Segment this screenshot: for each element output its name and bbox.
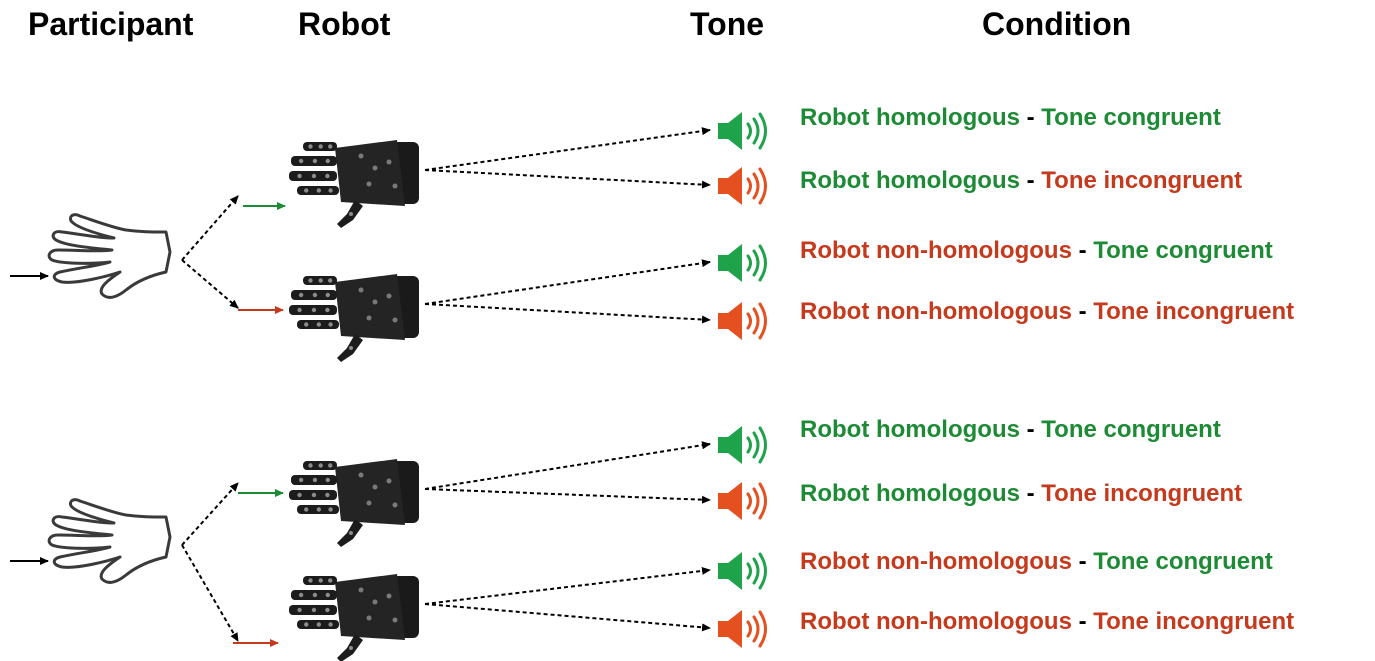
condition-separator: - (1019, 104, 1042, 131)
condition-tone-label: Tone congruent (1041, 104, 1221, 131)
speaker-icon (718, 552, 767, 590)
condition-label: Robot homologous - Tone incongruent (800, 480, 1242, 508)
header-participant: Participant (28, 6, 194, 42)
tone-arrow (424, 303, 711, 324)
speaker-icon (718, 167, 767, 205)
branch-arrow (181, 482, 239, 546)
condition-tone-label: Tone congruent (1093, 237, 1273, 264)
condition-separator: - (1071, 237, 1094, 264)
header-robot: Robot (298, 6, 391, 42)
tone-arrow (424, 566, 711, 605)
condition-robot-label: Robot non-homologous (800, 298, 1072, 325)
condition-label: Robot non-homologous - Tone congruent (800, 237, 1273, 265)
robot-hand-icon (289, 140, 419, 228)
condition-tone-label: Tone congruent (1093, 548, 1273, 575)
header-tone: Tone (690, 6, 765, 42)
tone-arrow (424, 259, 711, 305)
condition-separator: - (1071, 298, 1094, 325)
speaker-icon (718, 112, 767, 150)
condition-tone-label: Tone incongruent (1041, 480, 1243, 507)
condition-separator: - (1019, 167, 1042, 194)
robot-hand-icon (289, 459, 419, 547)
robot-hand-icon (289, 574, 419, 661)
hand-outline-icon (47, 498, 172, 584)
tone-arrow (424, 441, 711, 490)
condition-label: Robot non-homologous - Tone congruent (800, 548, 1273, 576)
condition-robot-label: Robot homologous (800, 167, 1020, 194)
header-condition: Condition (982, 6, 1132, 42)
condition-robot-label: Robot non-homologous (800, 548, 1072, 575)
tone-arrow (424, 488, 711, 504)
hand-outline-icon (47, 213, 172, 299)
robot-hand-icon (289, 274, 419, 362)
condition-separator: - (1071, 548, 1094, 575)
speaker-icon (718, 482, 767, 520)
condition-robot-label: Robot homologous (800, 104, 1020, 131)
condition-robot-label: Robot homologous (800, 416, 1020, 443)
condition-robot-label: Robot non-homologous (800, 608, 1072, 635)
condition-tone-label: Tone incongruent (1041, 167, 1243, 194)
tone-arrow (424, 603, 711, 632)
branch-arrow (181, 195, 239, 261)
branch-arrow (181, 544, 239, 642)
condition-label: Robot homologous - Tone congruent (800, 104, 1221, 132)
speaker-icon (718, 426, 767, 464)
condition-label: Robot non-homologous - Tone incongruent (800, 608, 1294, 636)
condition-tone-label: Tone congruent (1041, 416, 1221, 443)
condition-separator: - (1019, 416, 1042, 443)
condition-tone-label: Tone incongruent (1093, 608, 1295, 635)
speaker-icon (718, 610, 767, 648)
tone-arrow (424, 127, 711, 171)
condition-robot-label: Robot homologous (800, 480, 1020, 507)
condition-tone-label: Tone incongruent (1093, 298, 1295, 325)
condition-separator: - (1019, 480, 1042, 507)
branch-arrow (181, 259, 239, 309)
condition-label: Robot homologous - Tone congruent (800, 416, 1221, 444)
speaker-icon (718, 302, 767, 340)
condition-label: Robot non-homologous - Tone incongruent (800, 298, 1294, 326)
condition-separator: - (1071, 608, 1094, 635)
tone-arrow (424, 169, 711, 189)
condition-label: Robot homologous - Tone incongruent (800, 167, 1242, 195)
speaker-icon (718, 244, 767, 282)
condition-robot-label: Robot non-homologous (800, 237, 1072, 264)
